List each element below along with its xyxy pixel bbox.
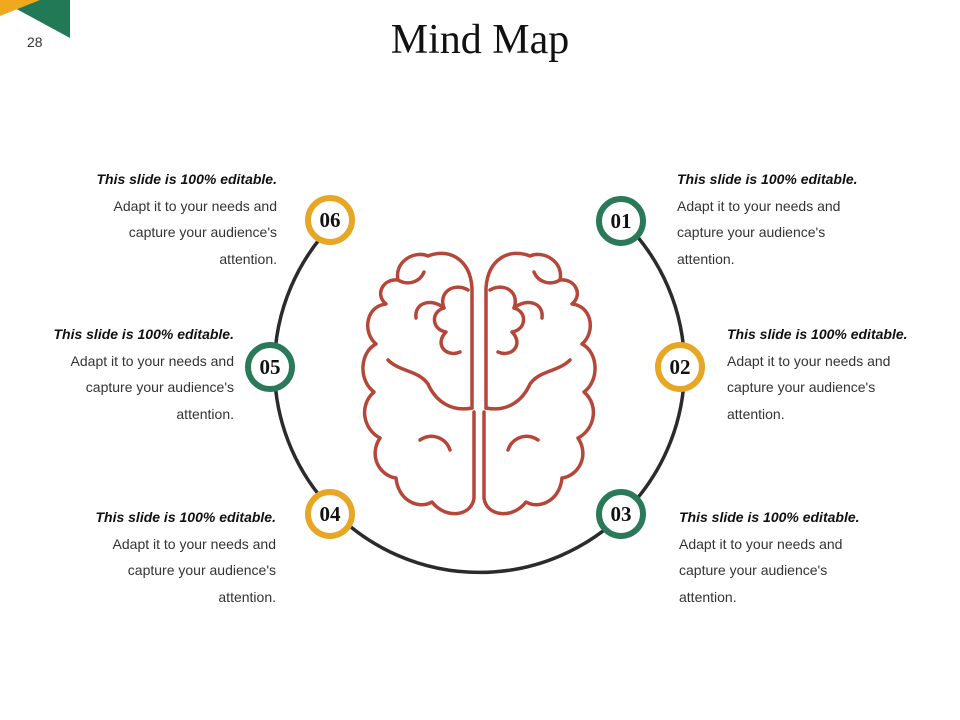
node-06: 06 xyxy=(305,195,355,245)
node-04: 04 xyxy=(305,489,355,539)
text-line: capture your audience's xyxy=(127,562,276,578)
text-line: Adapt it to your needs and xyxy=(112,535,276,552)
text-line: attention. xyxy=(677,250,735,267)
text-line: capture your audience's xyxy=(128,224,277,240)
text-heading: This slide is 100% editable. xyxy=(96,171,277,187)
node-01: 01 xyxy=(596,196,646,246)
text-line: attention. xyxy=(219,250,277,267)
text-heading: This slide is 100% editable. xyxy=(95,509,276,525)
text-line: capture your audience's xyxy=(677,224,826,240)
text-block-01: This slide is 100% editable. Adapt it to… xyxy=(677,166,917,272)
text-heading: This slide is 100% editable. xyxy=(677,171,858,187)
brain-icon xyxy=(361,251,597,516)
text-line: attention. xyxy=(727,405,785,422)
text-block-03: This slide is 100% editable. Adapt it to… xyxy=(679,504,919,610)
node-05: 05 xyxy=(245,342,295,392)
text-heading: This slide is 100% editable. xyxy=(727,326,908,342)
text-line: capture your audience's xyxy=(679,562,828,578)
text-line: attention. xyxy=(176,405,234,422)
text-line: capture your audience's xyxy=(727,379,876,395)
text-line: Adapt it to your needs and xyxy=(677,197,841,214)
text-line: Adapt it to your needs and xyxy=(70,352,234,369)
text-line: capture your audience's xyxy=(85,379,234,395)
text-line: attention. xyxy=(679,588,737,605)
text-heading: This slide is 100% editable. xyxy=(53,326,234,342)
node-02: 02 xyxy=(655,342,705,392)
text-line: Adapt it to your needs and xyxy=(679,535,843,552)
text-block-04: This slide is 100% editable. Adapt it to… xyxy=(36,504,276,610)
page-number: 28 xyxy=(27,34,43,50)
corner-decoration xyxy=(0,0,70,38)
text-line: Adapt it to your needs and xyxy=(727,352,891,369)
node-03: 03 xyxy=(596,489,646,539)
text-block-02: This slide is 100% editable. Adapt it to… xyxy=(727,321,960,427)
slide-title: Mind Map xyxy=(390,17,570,63)
text-line: Adapt it to your needs and xyxy=(113,197,277,214)
text-block-05: This slide is 100% editable. Adapt it to… xyxy=(0,321,234,427)
text-block-06: This slide is 100% editable. Adapt it to… xyxy=(37,166,277,272)
text-heading: This slide is 100% editable. xyxy=(679,509,860,525)
text-line: attention. xyxy=(218,588,276,605)
